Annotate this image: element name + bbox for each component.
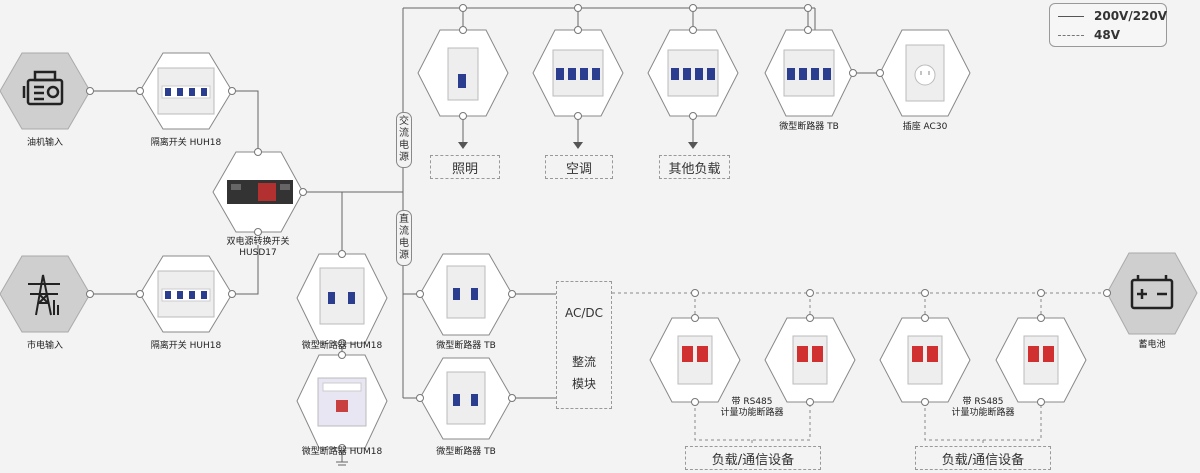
node-rs485-breaker-1 xyxy=(649,317,741,403)
load-other: 其他负载 xyxy=(659,155,730,179)
battery-icon xyxy=(1130,275,1174,310)
transfer-switch-icon xyxy=(227,180,293,204)
isolator-switch-icon xyxy=(157,67,215,115)
connection-points xyxy=(86,4,1111,452)
node-rs485-breaker-2 xyxy=(764,317,856,403)
label-mcb-tb-low: 微型断路器 TB xyxy=(436,447,496,457)
label-rs485-a-line1: 带 RS485 xyxy=(731,397,773,407)
surge-protector-icon xyxy=(317,377,367,427)
label-mcb-tb-mid: 微型断路器 TB xyxy=(436,341,496,351)
label-rs485-a-line2: 计量功能断路器 xyxy=(720,408,784,418)
rectifier-module: AC/DC 整流 模块 xyxy=(556,281,612,409)
isolator-switch-icon xyxy=(157,270,215,318)
node-mcb-hum18-b xyxy=(296,354,388,449)
node-mcb-tb-top xyxy=(764,29,854,117)
legend: 200V/220V 48V xyxy=(1049,3,1167,47)
breaker-4p-icon xyxy=(783,49,835,97)
rectifier-line1: AC/DC xyxy=(564,306,604,320)
label-ats-line1: 双电源转换开关 xyxy=(226,237,290,247)
ac-bus-label: 交流电源 xyxy=(396,112,412,168)
node-ats xyxy=(212,151,304,233)
breaker-1p-icon xyxy=(447,47,479,101)
breaker-4p-icon xyxy=(552,49,604,97)
load-comm-b: 负载/通信设备 xyxy=(915,446,1051,470)
node-mcb-tb-low xyxy=(419,357,513,440)
label-rs485-a: 带 RS485 计量功能断路器 xyxy=(720,397,783,419)
label-isolator-top: 隔离开关 HUH18 xyxy=(150,138,222,148)
label-battery: 蓄电池 xyxy=(1138,340,1166,350)
power-tower-icon xyxy=(28,274,60,316)
dashed-line-swatch xyxy=(1058,34,1084,36)
label-ats: 双电源转换开关 HUSD17 xyxy=(226,237,289,259)
legend-dashed-label: 48V xyxy=(1094,28,1120,42)
smart-breaker-icon xyxy=(1023,335,1059,385)
node-isolator-top xyxy=(139,52,233,130)
generator-icon xyxy=(22,70,64,106)
label-mcb-hum18-a: 微型断路器 HUM18 xyxy=(301,341,383,351)
smart-breaker-icon xyxy=(677,335,713,385)
socket-icon xyxy=(905,44,945,102)
rectifier-line2: 整流 xyxy=(571,355,596,369)
breaker-4p-icon xyxy=(667,49,719,97)
node-rs485-breaker-4 xyxy=(995,317,1087,403)
rectifier-line3: 模块 xyxy=(571,377,596,391)
label-mcb-hum18-b: 微型断路器 HUM18 xyxy=(301,447,383,457)
node-load-breaker-3 xyxy=(647,29,739,117)
node-rs485-breaker-3 xyxy=(879,317,971,403)
load-arrows xyxy=(458,142,698,149)
node-mcb-hum18-a xyxy=(296,253,388,344)
load-aircon: 空调 xyxy=(545,155,613,179)
breaker-2p-icon xyxy=(446,265,486,319)
solid-line-swatch xyxy=(1058,15,1084,17)
node-load-breaker-1 xyxy=(417,29,509,117)
label-rs485-b: 带 RS485 计量功能断路器 xyxy=(951,397,1014,419)
node-diesel-input xyxy=(0,52,91,130)
label-rs485-b-line1: 带 RS485 xyxy=(962,397,1004,407)
label-ats-line2: HUSD17 xyxy=(239,248,277,258)
label-grid: 市电输入 xyxy=(26,341,64,351)
load-comm-a: 负载/通信设备 xyxy=(685,446,821,470)
smart-breaker-icon xyxy=(792,335,828,385)
legend-solid: 200V/220V xyxy=(1058,9,1167,23)
legend-dashed: 48V xyxy=(1058,28,1120,42)
load-lighting: 照明 xyxy=(430,155,500,179)
node-load-breaker-2 xyxy=(532,29,624,117)
smart-breaker-icon xyxy=(907,335,943,385)
label-mcb-tb-top: 微型断路器 TB xyxy=(779,122,839,132)
dc-wiring xyxy=(612,292,1107,446)
node-socket xyxy=(879,29,971,117)
node-battery xyxy=(1106,252,1198,335)
breaker-2p-icon xyxy=(319,267,365,325)
node-mcb-tb-mid xyxy=(419,253,513,336)
legend-solid-label: 200V/220V xyxy=(1094,9,1168,23)
node-grid-input xyxy=(0,255,91,333)
breaker-2p-icon xyxy=(446,371,486,425)
label-isolator-bottom: 隔离开关 HUH18 xyxy=(150,341,222,351)
label-diesel: 油机输入 xyxy=(26,138,64,148)
node-isolator-bottom xyxy=(139,255,233,333)
dc-bus-label: 直流电源 xyxy=(396,210,412,266)
label-socket: 插座 AC30 xyxy=(902,122,948,132)
label-rs485-b-line2: 计量功能断路器 xyxy=(951,408,1015,418)
